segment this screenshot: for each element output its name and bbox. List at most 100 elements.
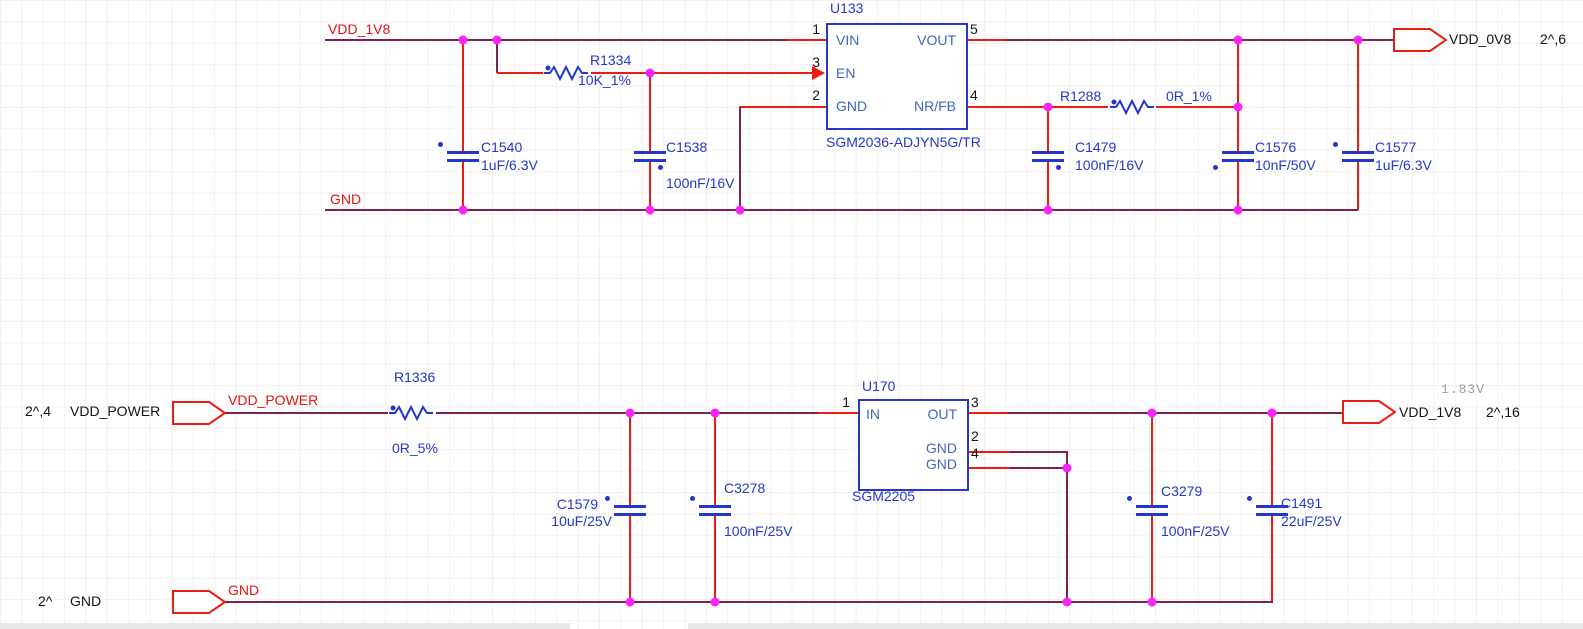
resistor-r1288-symbol[interactable] xyxy=(1110,99,1154,115)
port-label: VDD_1V8 xyxy=(1399,404,1462,420)
pin-number: 4 xyxy=(970,87,978,103)
polarity-dot-icon xyxy=(438,142,443,147)
wire xyxy=(818,412,858,414)
junction-dot xyxy=(1233,35,1243,45)
capacitor-plate xyxy=(1342,159,1374,162)
capacitor-value: 10uF/25V xyxy=(551,513,612,529)
port-vdd-0v8[interactable] xyxy=(1393,28,1447,52)
junction-dot xyxy=(1043,205,1053,215)
capacitor-plate xyxy=(614,513,646,516)
wire xyxy=(964,39,1393,41)
port-sheet-ref: 2^,4 xyxy=(25,403,52,419)
capacitor-c1538-symbol[interactable] xyxy=(634,151,666,170)
capacitor-c1540-symbol[interactable] xyxy=(438,142,479,163)
resistor-ref: R1336 xyxy=(394,369,436,385)
wire xyxy=(1357,40,1359,151)
ic-ref: U133 xyxy=(830,0,864,16)
capacitor-value: 1uF/6.3V xyxy=(481,157,538,173)
port-label: VDD_0V8 xyxy=(1449,31,1512,47)
capacitor-plate xyxy=(1032,151,1064,154)
polarity-dot-icon xyxy=(690,496,695,501)
wire xyxy=(224,412,388,414)
capacitor-plate xyxy=(614,505,646,508)
capacitor-plate xyxy=(1256,513,1288,516)
pin-name-in: IN xyxy=(866,406,880,422)
capacitor-plate xyxy=(1032,159,1064,162)
pin-number: 1 xyxy=(812,21,820,37)
resistor-r1334-symbol[interactable] xyxy=(544,65,588,81)
capacitor-c3278-symbol[interactable] xyxy=(690,496,731,517)
ic-part-number: SGM2036-ADJYN5G/TR xyxy=(826,134,981,150)
pin-name-en: EN xyxy=(836,65,856,81)
wire xyxy=(224,601,1273,603)
wire xyxy=(497,72,543,74)
junction-dot xyxy=(1353,35,1363,45)
window-edge-strip xyxy=(688,623,1583,629)
junction-dot xyxy=(735,205,745,215)
wire xyxy=(436,412,858,414)
pin-number: 3 xyxy=(971,394,979,410)
junction-dot xyxy=(492,35,502,45)
wire xyxy=(591,72,813,74)
capacitor-ref: C1579 xyxy=(556,496,598,512)
resistor-ref: R1288 xyxy=(1060,88,1102,104)
en-arrow-icon xyxy=(812,66,825,80)
capacitor-ref: C3279 xyxy=(1161,483,1203,499)
port-vdd-power[interactable] xyxy=(172,401,226,425)
capacitor-plate xyxy=(447,151,479,154)
port-label: GND xyxy=(70,593,102,609)
wire xyxy=(1156,106,1238,108)
net-label-vdd-power: VDD_POWER xyxy=(228,392,319,408)
resistor-r1336-symbol[interactable] xyxy=(389,405,433,421)
capacitor-value: 100nF/16V xyxy=(666,175,735,191)
junction-dot xyxy=(1147,408,1157,418)
capacitor-c3279-symbol[interactable] xyxy=(1127,496,1168,517)
port-label: VDD_POWER xyxy=(70,403,161,419)
resistor-value: 10K_1% xyxy=(578,72,631,88)
ic-u133[interactable] xyxy=(826,23,968,130)
capacitor-c1579-symbol[interactable] xyxy=(605,496,646,517)
wire xyxy=(964,39,1006,41)
port-gnd[interactable] xyxy=(172,590,226,614)
capacitor-ref: C1577 xyxy=(1375,139,1417,155)
wire xyxy=(629,516,631,602)
net-label-gnd-top: GND xyxy=(330,191,362,207)
capacitor-c1491-symbol[interactable] xyxy=(1247,496,1288,517)
ic-ref: U170 xyxy=(862,378,896,394)
junction-dot xyxy=(1043,102,1053,112)
capacitor-plate xyxy=(699,505,731,508)
capacitor-value: 1uF/6.3V xyxy=(1375,157,1432,173)
junction-dot xyxy=(645,205,655,215)
capacitor-value: 100nF/25V xyxy=(724,523,793,539)
junction-dot xyxy=(625,408,635,418)
capacitor-c1479-symbol[interactable] xyxy=(1032,151,1064,170)
wire xyxy=(462,162,464,210)
junction-dot xyxy=(1062,597,1072,607)
voltage-annotation: 1.83V xyxy=(1441,382,1486,397)
junction-dot xyxy=(625,597,635,607)
port-vdd-1v8[interactable] xyxy=(1342,400,1396,424)
resistor-ref: R1334 xyxy=(590,52,632,68)
capacitor-ref: C1576 xyxy=(1255,139,1297,155)
capacitor-c1577-symbol[interactable] xyxy=(1333,142,1374,163)
capacitor-c1576-symbol[interactable] xyxy=(1213,151,1254,170)
wire xyxy=(739,106,826,108)
pin-number: 5 xyxy=(970,21,978,37)
wire xyxy=(1237,162,1239,210)
polarity-dot-icon xyxy=(658,165,663,170)
capacitor-plate xyxy=(1136,513,1168,516)
wire xyxy=(325,39,826,41)
ic-u170[interactable] xyxy=(858,399,969,491)
pin-name-vin: VIN xyxy=(836,32,860,48)
pin-number: 2 xyxy=(971,428,979,444)
polarity-dot-icon xyxy=(1056,165,1061,170)
polarity-dot-icon xyxy=(1127,496,1132,501)
window-edge-strip xyxy=(0,623,570,629)
ic-part-number: SGM2205 xyxy=(852,488,916,504)
wire xyxy=(786,39,826,41)
pin-number: 2 xyxy=(812,87,820,103)
junction-dot xyxy=(1233,205,1243,215)
wire xyxy=(1151,413,1153,505)
pin-name-gnd1: GND xyxy=(925,440,957,456)
